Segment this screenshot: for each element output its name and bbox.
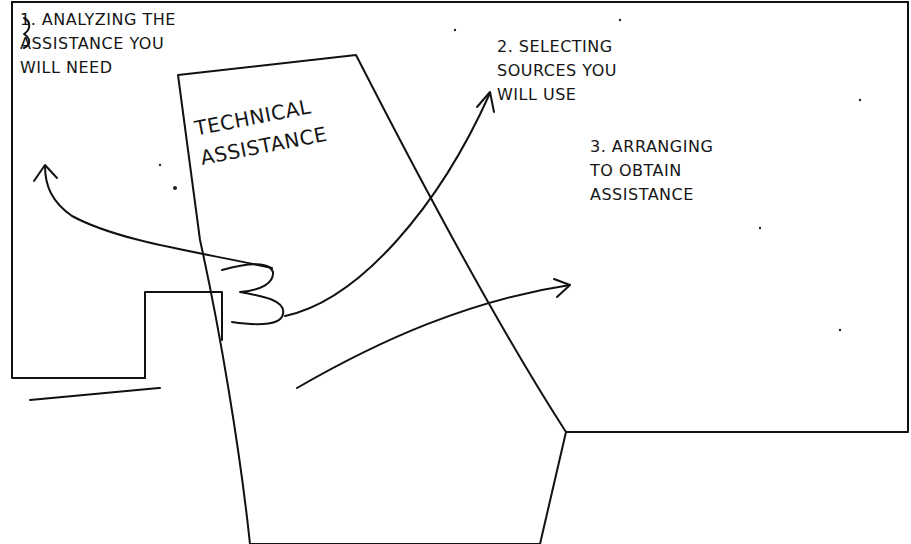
arrow-head (554, 279, 570, 297)
sleeve-line (30, 388, 160, 400)
step-label: 3. ARRANGING TO OBTAIN ASSISTANCE (590, 135, 740, 207)
arrow-head (34, 165, 57, 181)
arrow-head (477, 92, 494, 112)
step-label: 1. ANALYZING THE ASSISTANCE YOU WILL NEE… (20, 8, 210, 80)
step-label: 2. SELECTING SOURCES YOU WILL USE (497, 35, 652, 107)
paper-edge (178, 55, 566, 544)
paper-sheet: TECHNICAL ASSISTANCE (170, 50, 570, 544)
frame-right (566, 2, 908, 432)
frame-top (12, 1, 908, 3)
sleeve-cuff (145, 292, 222, 378)
